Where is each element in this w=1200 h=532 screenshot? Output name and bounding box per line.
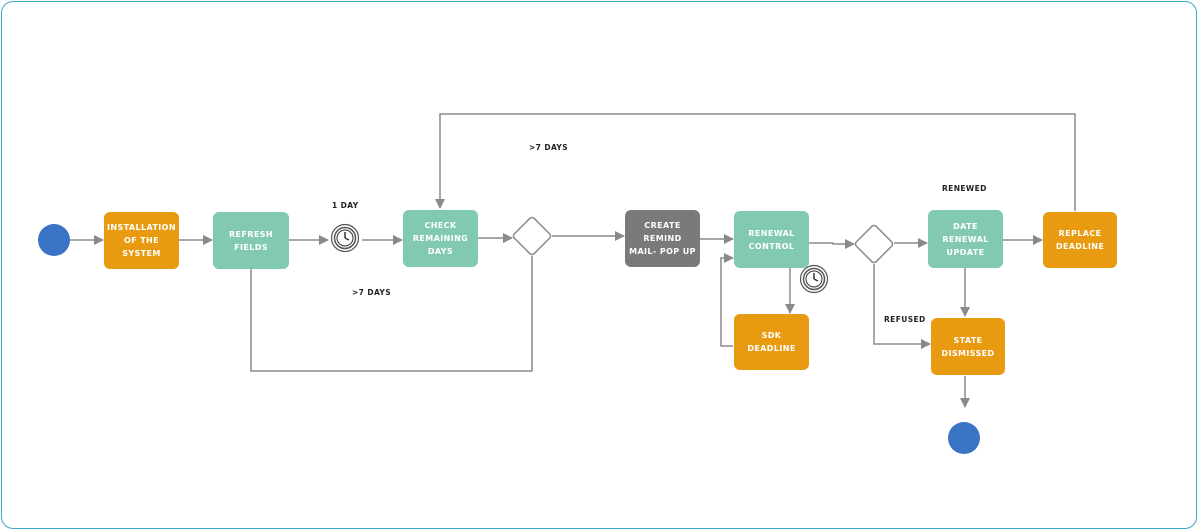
label-refused: REFUSED <box>884 315 926 324</box>
edge-gateway2-dismissed <box>873 264 931 349</box>
label-gt7-days-top: >7 DAYS <box>529 143 569 152</box>
gateway-renewal <box>854 224 894 264</box>
label-renewed: RENEWED <box>942 184 987 193</box>
task-installation[interactable]: INSTALLATION OF THE SYSTEM <box>104 212 179 269</box>
task-refresh-fields[interactable]: REFRESH FIELDS <box>213 212 289 269</box>
task-sdk-deadline[interactable]: SDK DEADLINE <box>734 314 809 370</box>
task-check-remaining-days[interactable]: CHECK REMAINING DAYS <box>403 210 478 267</box>
task-date-renewal-update[interactable]: DATE RENEWAL UPDATE <box>928 210 1003 268</box>
label-one-day: 1 DAY <box>332 201 359 210</box>
gateway-days <box>512 216 552 256</box>
timer-icon <box>330 223 360 253</box>
end-event <box>948 422 980 454</box>
task-create-remind[interactable]: CREATE REMIND MAIL- POP UP <box>625 210 700 267</box>
edge-gateway1-loop <box>250 256 533 372</box>
task-replace-deadline[interactable]: REPLACE DEADLINE <box>1043 212 1117 268</box>
start-event <box>38 224 70 256</box>
edge-replace-loop <box>435 113 1076 211</box>
edge-renewal-gateway2 <box>809 239 855 249</box>
task-state-dismissed[interactable]: STATE DISMISSED <box>931 318 1005 375</box>
task-renewal-control[interactable]: RENEWAL CONTROL <box>734 211 809 268</box>
label-gt7-days-bottom: >7 DAYS <box>352 288 392 297</box>
edge-sdk-loop <box>720 253 734 347</box>
timer-icon <box>799 264 829 294</box>
